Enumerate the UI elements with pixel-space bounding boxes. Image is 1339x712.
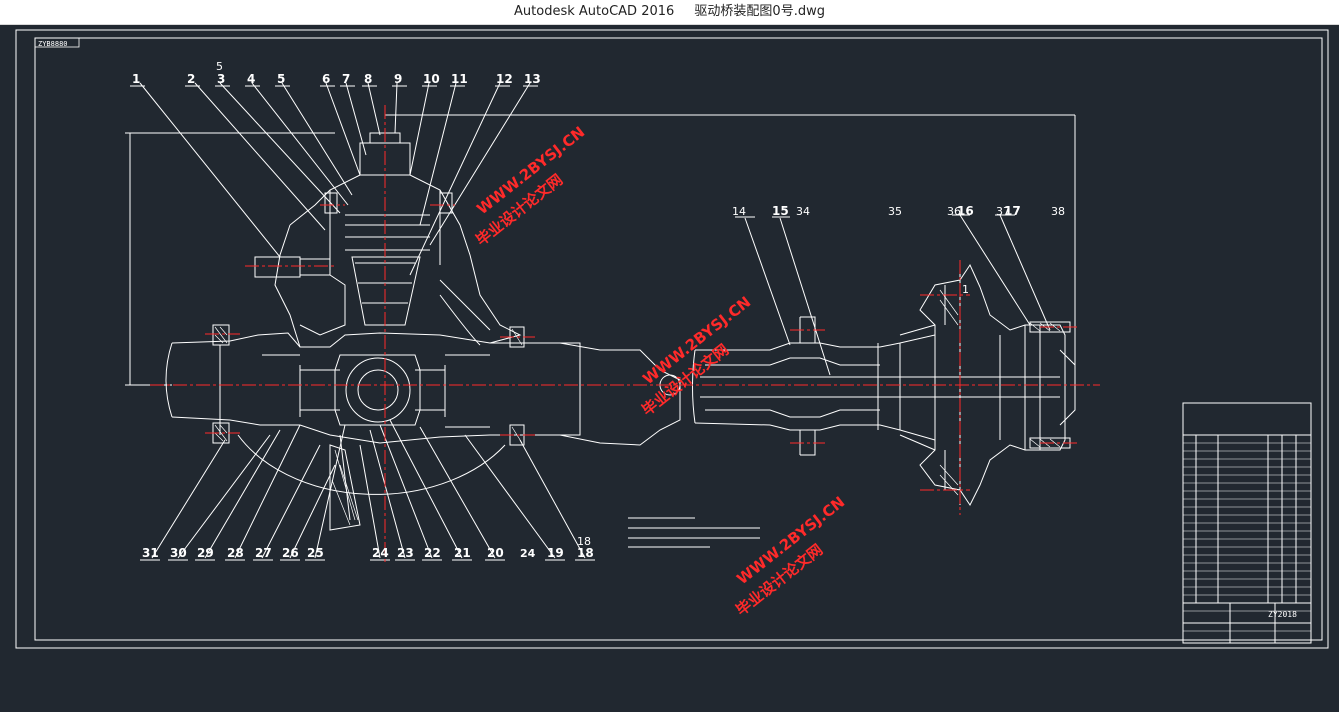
bottom-part-numbers: 31 30 29 28 27 26 25 24 23 22 21 20 24 1…	[142, 546, 594, 560]
part-number-bottom: 30	[170, 546, 187, 560]
corner-tag: ZYB8880	[38, 40, 68, 48]
part-number-bottom: 20	[487, 546, 504, 560]
file-name: 驱动桥装配图0号.dwg	[694, 4, 825, 19]
part-number-bottom: 22	[424, 546, 441, 560]
part-number-top: 11	[451, 72, 468, 86]
title-block-code: ZY2018	[1268, 610, 1297, 619]
watermark-2: WWW.2BYSJ.CN 毕业设计论文网	[638, 293, 754, 419]
part-number-top: 3	[217, 72, 225, 86]
part-number-top: 5	[277, 72, 285, 86]
part-number-top: 10	[423, 72, 440, 86]
part-number-right: 15	[772, 204, 789, 218]
part-number-bottom: 23	[397, 546, 414, 560]
part-number-bottom: 18	[577, 546, 594, 560]
part-number-bottom: 29	[197, 546, 214, 560]
outer-frame	[15, 29, 1329, 649]
part-number-top: 2	[187, 72, 195, 86]
part-number-right: 14	[732, 205, 746, 218]
part-number-top: 7	[342, 72, 350, 86]
part-number-right: 17	[1004, 204, 1021, 218]
part-number-top: 1	[132, 72, 140, 86]
extra-label: 18	[577, 535, 591, 548]
part-number-right: 34	[796, 205, 810, 218]
part-number-top: 13	[524, 72, 541, 86]
part-number-right: 35	[888, 205, 902, 218]
part-number-right: 37	[996, 205, 1010, 218]
extra-label: 5	[216, 60, 223, 73]
drawing-canvas[interactable]: ZYB8880 1 2 3 4 5 6 7 8 9 10 11 12 13 5 …	[0, 25, 1339, 712]
part-number-bottom: 31	[142, 546, 159, 560]
extra-label: 1	[962, 283, 969, 296]
cad-drawing: ZYB8880 1 2 3 4 5 6 7 8 9 10 11 12 13 5 …	[15, 29, 1329, 649]
inner-frame	[34, 37, 1323, 641]
part-number-top: 4	[247, 72, 255, 86]
part-number-right: 38	[1051, 205, 1065, 218]
part-number-top: 9	[394, 72, 402, 86]
right-part-numbers: 14 15 34 35 16 36 17 37 38	[732, 204, 1065, 218]
app-title: Autodesk AutoCAD 2016	[514, 4, 675, 19]
part-number-right: 16	[957, 204, 974, 218]
top-part-numbers: 1 2 3 4 5 6 7 8 9 10 11 12 13	[132, 72, 541, 86]
part-number-bottom: 25	[307, 546, 324, 560]
part-number-bottom: 19	[547, 546, 564, 560]
watermark-1: WWW.2BYSJ.CN 毕业设计论文网	[472, 123, 588, 249]
window-titlebar: Autodesk AutoCAD 2016 驱动桥装配图0号.dwg	[0, 0, 1339, 25]
part-number-bottom: 24	[372, 546, 389, 560]
part-number-bottom: 24	[520, 547, 536, 560]
watermark-3: WWW.2BYSJ.CN 毕业设计论文网	[732, 493, 848, 619]
part-number-bottom: 21	[454, 546, 471, 560]
part-number-bottom: 27	[255, 546, 272, 560]
part-number-bottom: 26	[282, 546, 299, 560]
part-number-top: 8	[364, 72, 372, 86]
part-number-top: 12	[496, 72, 513, 86]
part-number-top: 6	[322, 72, 330, 86]
part-number-bottom: 28	[227, 546, 244, 560]
part-number-right: 36	[947, 205, 961, 218]
